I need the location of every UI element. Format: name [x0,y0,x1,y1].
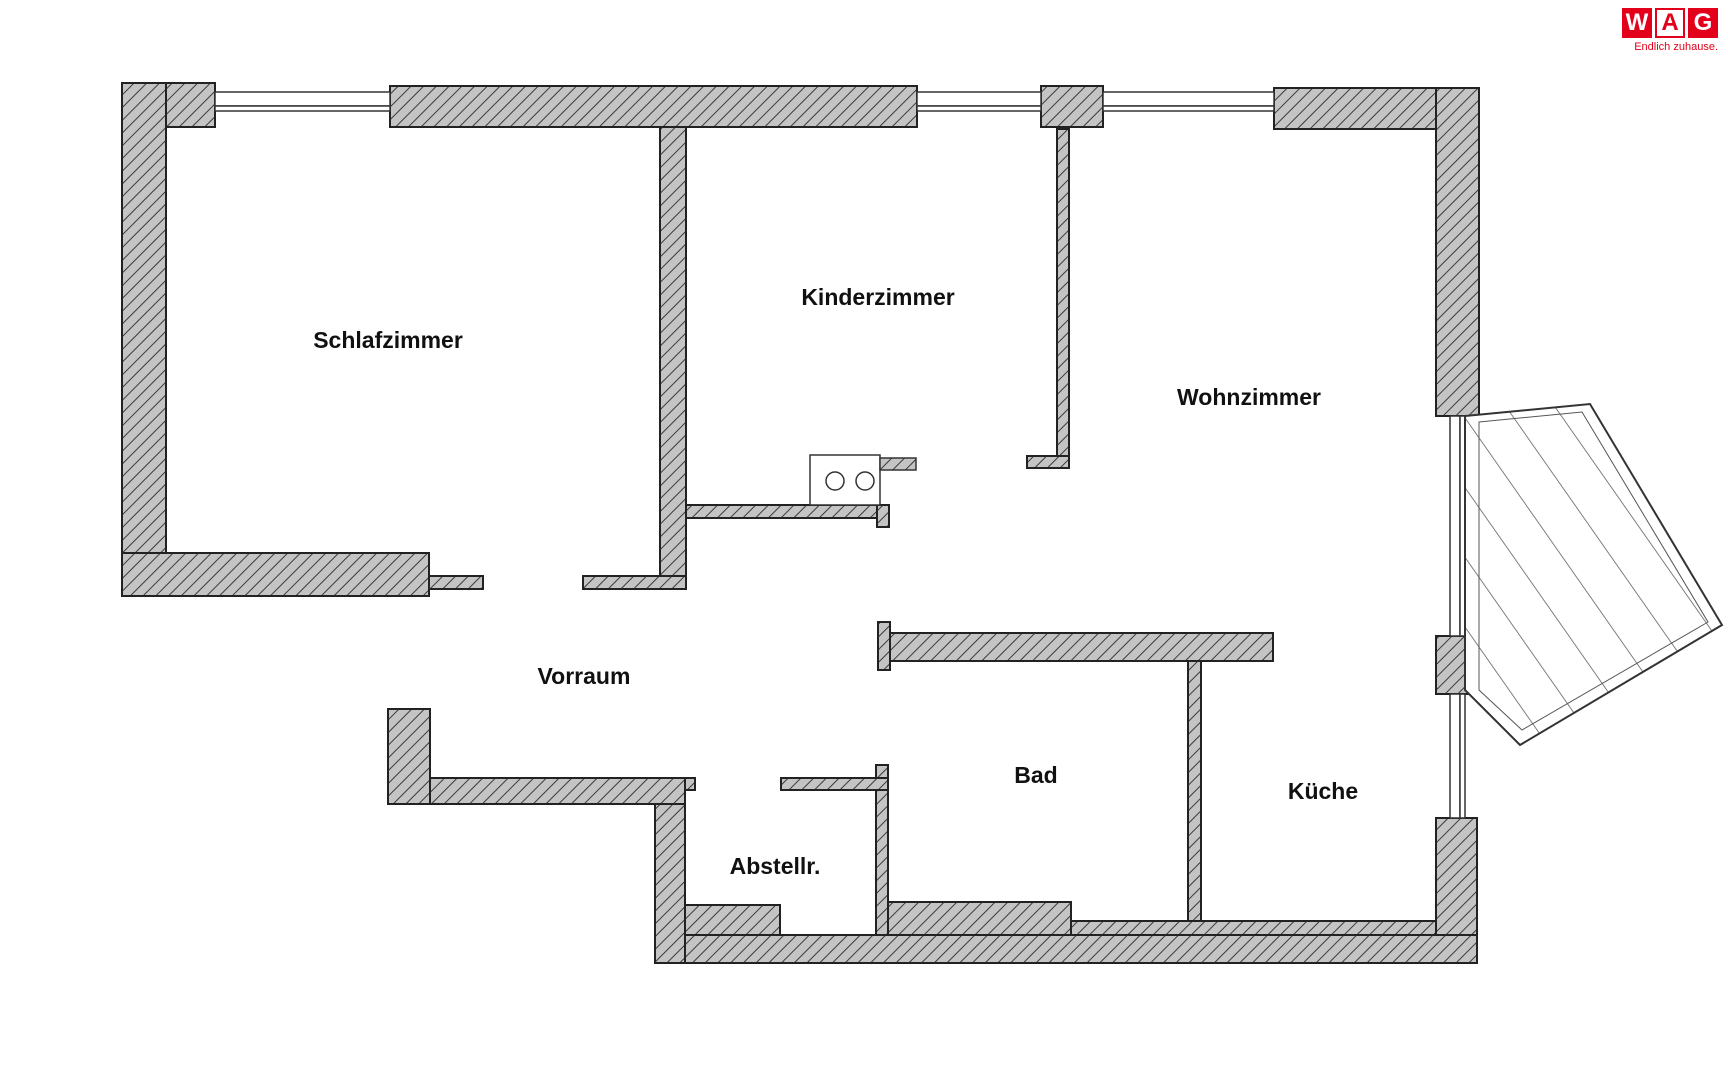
exterior-walls [121,82,1480,964]
label-schlafzimmer: Schlafzimmer [313,327,463,353]
label-vorraum: Vorraum [538,663,631,689]
brand-letter-a: A [1655,8,1685,38]
interior-walls [428,126,1437,936]
brand-letters: W A G [1622,8,1718,38]
brand-logo: W A G Endlich zuhause. [1622,8,1718,53]
label-wohnzimmer: Wohnzimmer [1177,384,1321,410]
label-kinderzimmer: Kinderzimmer [801,284,954,310]
brand-letter-w: W [1622,8,1652,38]
chimney [809,454,917,506]
label-bad: Bad [1014,762,1057,788]
brand-letter-g: G [1688,8,1718,38]
label-kueche: Küche [1288,778,1358,804]
brand-tagline: Endlich zuhause. [1634,41,1718,53]
label-abstellraum: Abstellr. [730,853,821,879]
windows [214,91,1466,819]
balcony [1464,402,1724,747]
